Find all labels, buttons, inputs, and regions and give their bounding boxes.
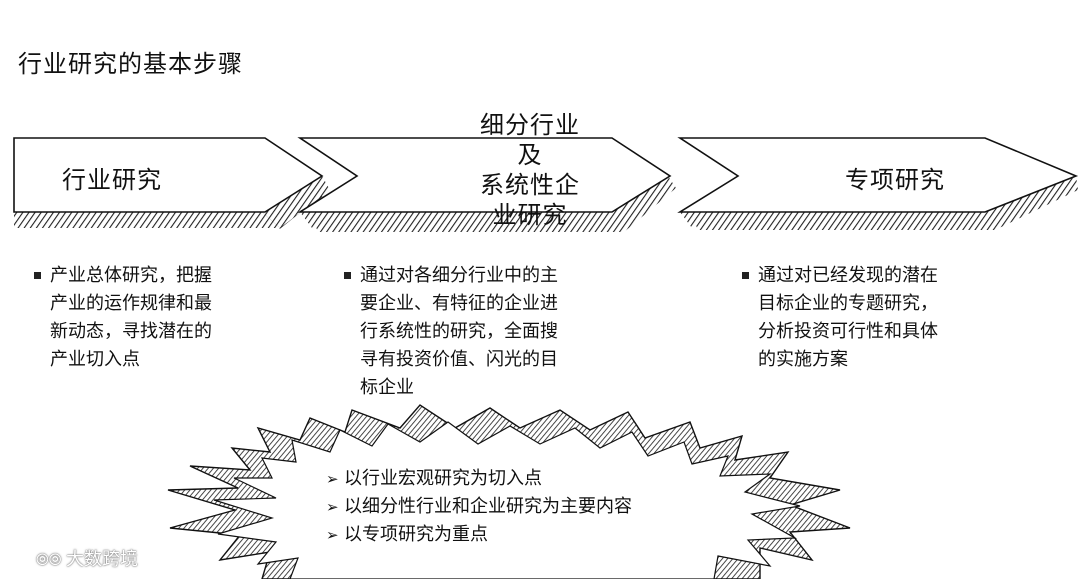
summary-item: ➢以行业宏观研究为切入点 <box>326 465 746 493</box>
summary-item: ➢以细分性行业和企业研究为主要内容 <box>326 493 746 521</box>
arrow-bullet-icon: ➢ <box>326 494 344 521</box>
summary-item: ➢以专项研究为重点 <box>326 521 746 549</box>
summary-item-text: 以专项研究为重点 <box>344 524 488 545</box>
watermark: ⦾⦾大数跨境 <box>36 545 138 571</box>
summary-item-text: 以行业宏观研究为切入点 <box>344 468 542 489</box>
watermark-logo-icon: ⦾⦾ <box>36 550 66 570</box>
arrow-bullet-icon: ➢ <box>326 522 344 549</box>
watermark-text: 大数跨境 <box>66 549 138 570</box>
summary-list: ➢以行业宏观研究为切入点 ➢以细分性行业和企业研究为主要内容 ➢以专项研究为重点 <box>326 465 746 549</box>
summary-item-text: 以细分性行业和企业研究为主要内容 <box>344 496 632 517</box>
arrow-bullet-icon: ➢ <box>326 466 344 493</box>
